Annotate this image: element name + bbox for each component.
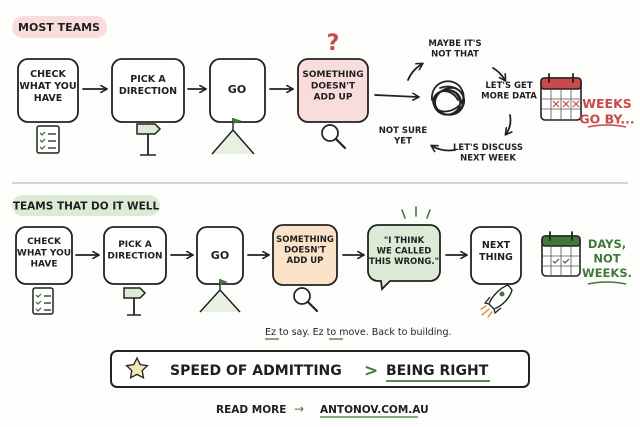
signpost-icon-2 <box>123 287 147 316</box>
teams-well-label: TEAMS THAT DO IT WELL <box>13 201 160 213</box>
sparkle-lines-icon <box>401 206 431 219</box>
tagline: Ez to say. Ez to move. Back to building. <box>265 327 452 338</box>
magnifier-icon <box>321 124 347 150</box>
tangled-scribble-icon <box>431 80 465 116</box>
admission-speech-bubble <box>367 224 441 291</box>
mountain-flag-icon-2 <box>199 279 241 313</box>
banner-symbol: > <box>364 361 378 381</box>
footer-arrow: → <box>294 402 304 416</box>
top-step-something <box>297 58 369 123</box>
star-icon <box>125 356 149 379</box>
mountain-flag-icon <box>211 118 255 155</box>
rocket-icon <box>480 284 513 318</box>
bottom-step-go-label: GO <box>211 249 229 262</box>
banner-left: SPEED OF ADMITTING <box>170 363 342 379</box>
top-step-pick <box>111 58 185 123</box>
weeks-underline <box>587 124 627 128</box>
magnifier-icon-2 <box>293 287 319 313</box>
banner-right: BEING RIGHT <box>386 363 489 379</box>
loop-arrow-1 <box>407 64 422 81</box>
loop-arrow-3 <box>506 114 511 134</box>
loop-arrow-4 <box>432 146 456 151</box>
bottom-step-pick <box>103 226 167 285</box>
question-mark: ? <box>327 31 340 56</box>
checklist-icon-2 <box>32 287 54 315</box>
top-arrow-4 <box>374 95 418 97</box>
footer-read-more: READ MORE <box>216 404 286 416</box>
calendar-icon-red <box>540 73 582 121</box>
speed-banner <box>110 350 530 388</box>
calendar-icon-green <box>541 231 581 277</box>
most-teams-pill <box>12 16 107 38</box>
teams-well-pill <box>12 195 160 216</box>
bottom-step-check <box>15 226 73 285</box>
top-step-check <box>17 58 79 123</box>
signpost-icon <box>136 123 162 156</box>
days-underline <box>587 281 627 285</box>
most-teams-label: MOST TEAMS <box>18 21 100 34</box>
bottom-step-something <box>272 224 338 286</box>
footer-link[interactable]: ANTONOV.COM.AU <box>320 404 429 416</box>
checklist-icon <box>36 125 60 154</box>
bottom-step-next <box>470 226 522 285</box>
top-step-go-label: GO <box>228 83 246 96</box>
loop-arrow-2 <box>492 67 505 80</box>
